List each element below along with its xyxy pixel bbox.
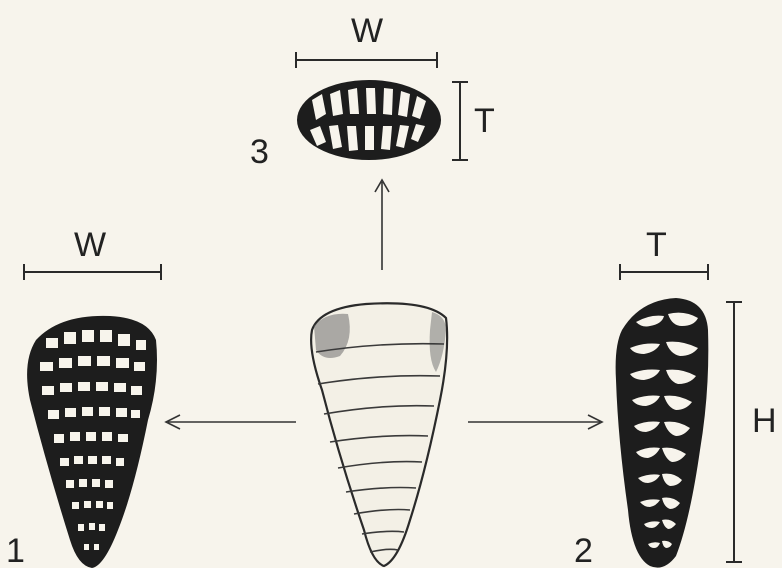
figure-2-number: 2 [574, 532, 593, 568]
figure-3-number: 3 [250, 133, 269, 171]
right-height-label: H [752, 402, 777, 440]
right-thickness-label: T [646, 226, 667, 264]
right-height-dimension: H [726, 302, 777, 562]
top-thickness-dimension: T [452, 82, 495, 160]
figure-3-transverse-section [297, 80, 441, 160]
left-width-label: W [74, 226, 106, 264]
top-width-dimension: W [296, 12, 437, 68]
left-width-dimension: W [24, 226, 161, 280]
figure-1-longitudinal-section [27, 316, 157, 568]
arrow-left-to-figure-1 [166, 415, 296, 429]
arrow-up-to-figure-3 [375, 180, 389, 270]
arrow-right-to-figure-2 [468, 415, 602, 429]
right-thickness-dimension: T [620, 226, 708, 280]
figure-1-number: 1 [6, 532, 25, 568]
central-external-test [311, 303, 447, 566]
figure-2-longitudinal-section [616, 298, 709, 568]
top-width-label: W [351, 12, 383, 50]
top-thickness-label: T [474, 102, 495, 140]
